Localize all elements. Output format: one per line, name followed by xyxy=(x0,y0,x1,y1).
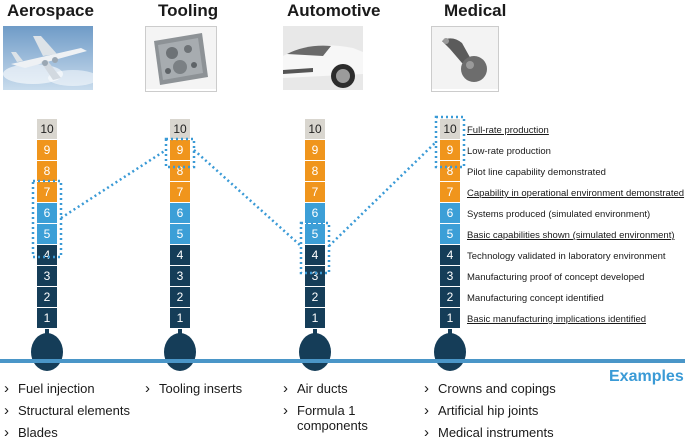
thermometer-bulb xyxy=(299,333,331,371)
examples-list-automotive: Air ducts Formula 1 components xyxy=(283,378,368,434)
connector-line xyxy=(60,148,167,220)
trl-label-10: Full-rate production xyxy=(467,125,549,136)
level-cell-10: 10 xyxy=(440,119,460,139)
level-cell-9: 9 xyxy=(170,140,190,160)
baseline-bar xyxy=(0,359,685,363)
level-cell-7: 7 xyxy=(170,182,190,202)
example-item: Fuel injection xyxy=(4,378,130,400)
level-cell-1: 1 xyxy=(37,308,57,328)
level-cell-7: 7 xyxy=(440,182,460,202)
connector-line xyxy=(193,149,302,247)
examples-list-tooling: Tooling inserts xyxy=(145,378,242,400)
level-cell-2: 2 xyxy=(440,287,460,307)
level-cell-4: 4 xyxy=(170,245,190,265)
example-item: Blades xyxy=(4,422,130,444)
level-cell-6: 6 xyxy=(440,203,460,223)
aerospace-photo xyxy=(3,26,93,90)
level-cell-7: 7 xyxy=(37,182,57,202)
level-cell-4: 4 xyxy=(37,245,57,265)
level-cell-6: 6 xyxy=(170,203,190,223)
examples-list-medical: Crowns and copings Artificial hip joints… xyxy=(424,378,556,444)
level-cell-7: 7 xyxy=(305,182,325,202)
trl-label-6: Systems produced (simulated environment) xyxy=(467,209,651,220)
level-cell-8: 8 xyxy=(440,161,460,181)
level-cell-10: 10 xyxy=(37,119,57,139)
industry-title-medical: Medical xyxy=(444,1,507,20)
examples-list-aerospace: Fuel injection Structural elements Blade… xyxy=(4,378,130,444)
level-cell-1: 1 xyxy=(305,308,325,328)
level-cell-10: 10 xyxy=(170,119,190,139)
level-cell-3: 3 xyxy=(440,266,460,286)
level-cell-4: 4 xyxy=(305,245,325,265)
level-cell-1: 1 xyxy=(440,308,460,328)
examples-title: Examples xyxy=(609,368,684,385)
industry-title-automotive: Automotive xyxy=(287,1,381,20)
example-item: Tooling inserts xyxy=(145,378,242,400)
level-cell-10: 10 xyxy=(305,119,325,139)
level-cell-6: 6 xyxy=(37,203,57,223)
level-cell-5: 5 xyxy=(37,224,57,244)
medical-photo xyxy=(431,26,499,92)
level-cell-8: 8 xyxy=(170,161,190,181)
industry-title-tooling: Tooling xyxy=(158,1,219,20)
level-cell-3: 3 xyxy=(305,266,325,286)
trl-label-3: Manufacturing proof of concept developed xyxy=(467,272,645,283)
example-item: Air ducts xyxy=(283,378,368,400)
level-cell-3: 3 xyxy=(170,266,190,286)
example-item: Formula 1 xyxy=(283,400,368,422)
trl-label-9: Low-rate production xyxy=(467,146,551,157)
level-cell-5: 5 xyxy=(170,224,190,244)
automotive-photo xyxy=(283,26,363,90)
level-cell-2: 2 xyxy=(37,287,57,307)
level-cell-3: 3 xyxy=(37,266,57,286)
trl-label-8: Pilot line capability demonstrated xyxy=(467,167,606,178)
level-cell-9: 9 xyxy=(37,140,57,160)
example-item: Medical instruments xyxy=(424,422,556,444)
thermometer-bulb xyxy=(434,333,466,371)
trl-label-5: Basic capabilities shown (simulated envi… xyxy=(467,230,675,241)
example-item: Structural elements xyxy=(4,400,130,422)
level-cell-2: 2 xyxy=(305,287,325,307)
example-item: Artificial hip joints xyxy=(424,400,556,422)
trl-label-1: Basic manufacturing implications identif… xyxy=(467,314,647,325)
level-cell-8: 8 xyxy=(305,161,325,181)
level-cell-9: 9 xyxy=(440,140,460,160)
level-cell-2: 2 xyxy=(170,287,190,307)
trl-label-4: Technology validated in laboratory envir… xyxy=(467,251,666,262)
level-cell-6: 6 xyxy=(305,203,325,223)
level-cell-9: 9 xyxy=(305,140,325,160)
trl-label-2: Manufacturing concept identified xyxy=(467,293,604,304)
level-cell-4: 4 xyxy=(440,245,460,265)
level-cell-5: 5 xyxy=(305,224,325,244)
connector-line xyxy=(328,141,437,247)
thermometer-bulb xyxy=(164,333,196,371)
thermometer-bulb xyxy=(31,333,63,371)
trl-label-7: Capability in operational environment de… xyxy=(467,188,685,199)
example-item-continuation: components xyxy=(297,418,368,433)
level-cell-8: 8 xyxy=(37,161,57,181)
level-cell-5: 5 xyxy=(440,224,460,244)
level-cell-1: 1 xyxy=(170,308,190,328)
industry-title-aerospace: Aerospace xyxy=(7,1,94,20)
tooling-photo xyxy=(145,26,217,92)
example-item: Crowns and copings xyxy=(424,378,556,400)
